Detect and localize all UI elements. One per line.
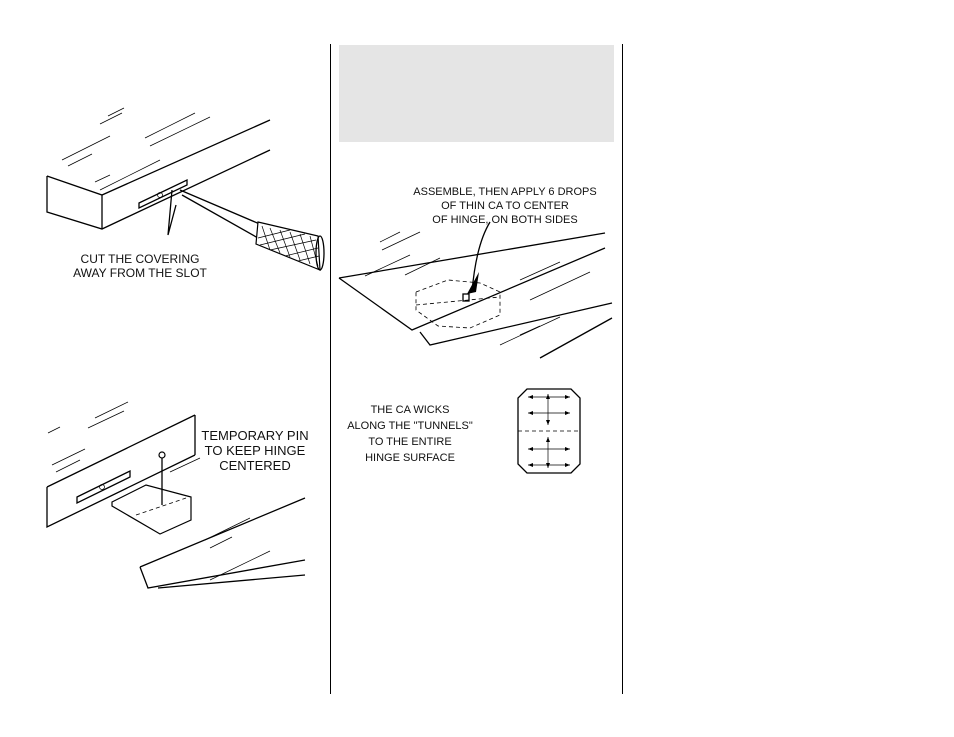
temporary-pin-caption: TEMPORARY PIN TO KEEP HINGE CENTERED xyxy=(195,428,315,473)
cut-covering-caption: CUT THE COVERING AWAY FROM THE SLOT xyxy=(60,252,220,280)
assemble-caption: ASSEMBLE, THEN APPLY 6 DROPS OF THIN CA … xyxy=(400,185,610,227)
ca-wicks-caption: THE CA WICKS ALONG THE "TUNNELS" TO THE … xyxy=(345,402,475,466)
